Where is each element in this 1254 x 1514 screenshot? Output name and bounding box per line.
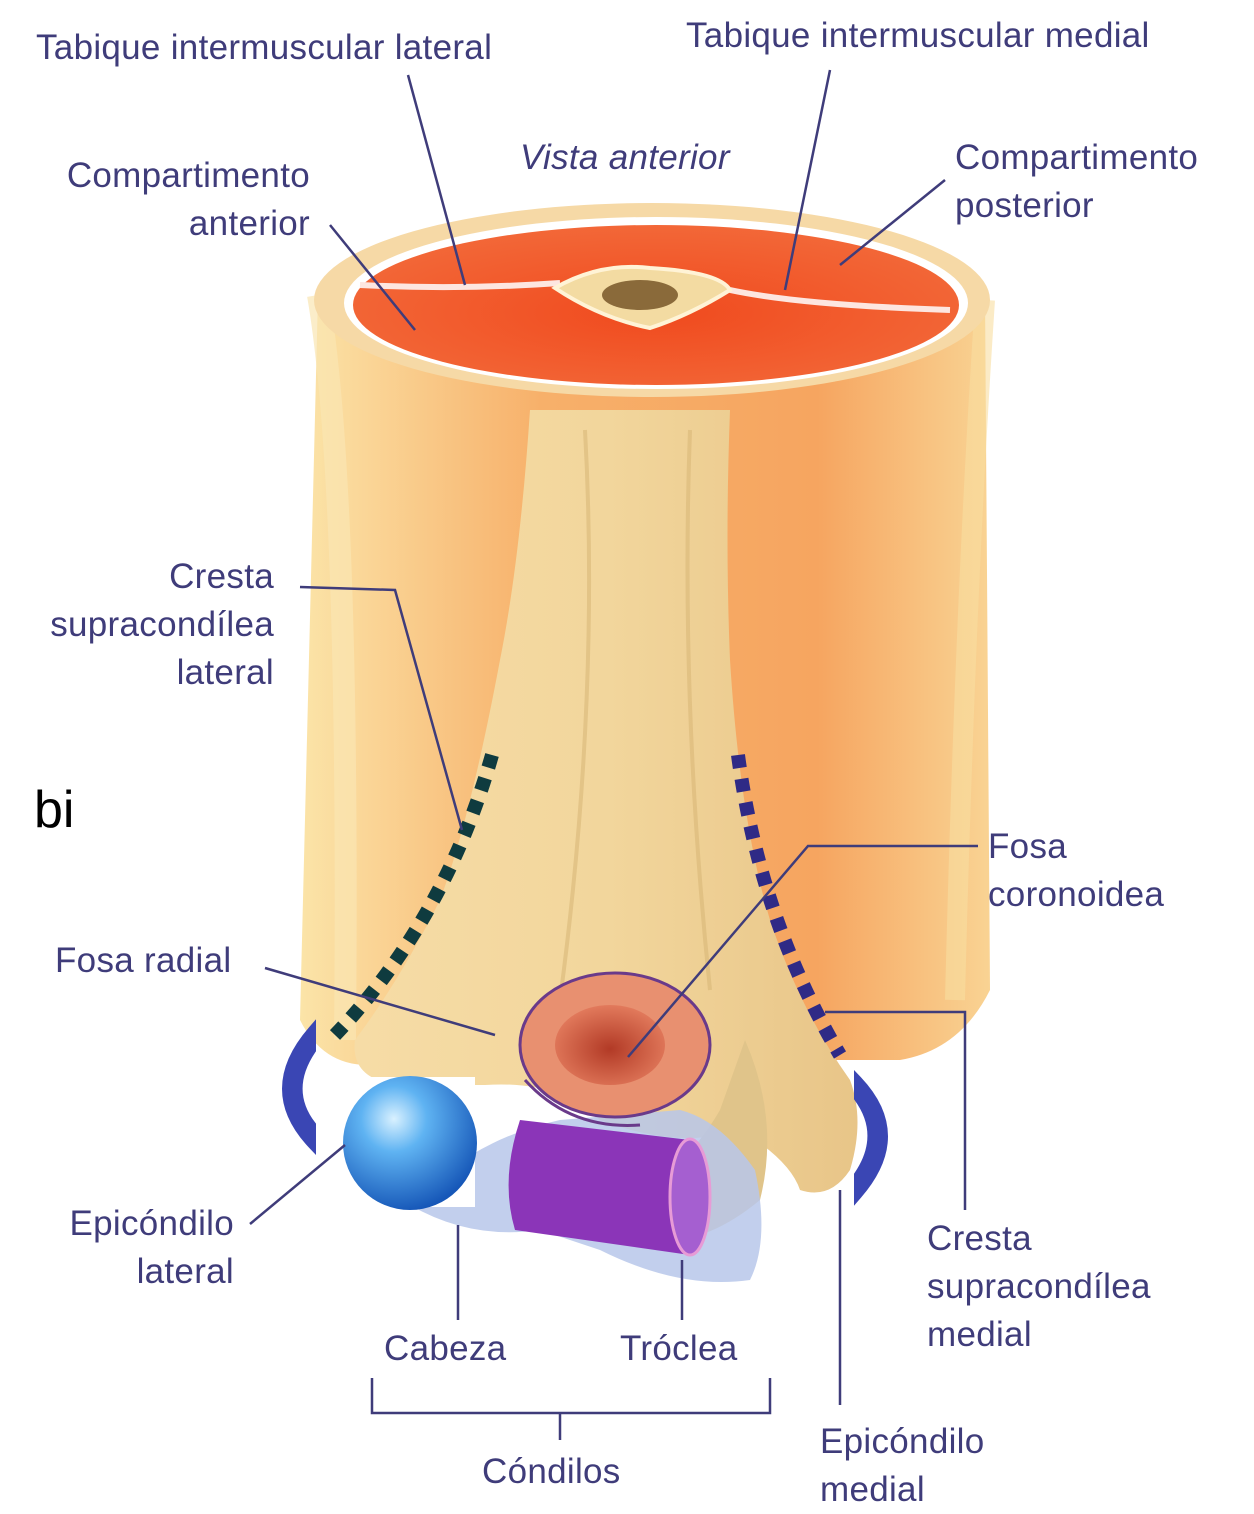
label-condilos: Cóndilos [482, 1452, 621, 1491]
label-bi: bi [34, 781, 75, 839]
label-compartimento-posterior: Compartimento posterior [955, 138, 1199, 225]
label-fosa-radial: Fosa radial [55, 941, 232, 980]
capitulum-sphere [343, 1076, 477, 1210]
label-epicondilo-lateral: Epicóndilo lateral [69, 1204, 234, 1291]
label-cabeza: Cabeza [384, 1329, 507, 1368]
condyles [343, 971, 762, 1282]
label-vista-anterior: Vista anterior [520, 138, 730, 177]
label-tabique-lateral: Tabique intermuscular lateral [36, 28, 493, 67]
lateral-septum [359, 280, 561, 291]
trochlea-cylinder [508, 1120, 690, 1255]
leader-lines [249, 69, 978, 1440]
medial-epicondyle-arc [854, 1069, 888, 1206]
lateral-epicondyle-arc [282, 1019, 316, 1156]
medial-septum [729, 287, 951, 313]
label-cresta-supracondilea-lateral: Cresta supracondílea lateral [50, 557, 274, 692]
label-troclea: Tróclea [620, 1329, 738, 1368]
label-cresta-supracondilea-medial: Cresta supracondílea medial [927, 1219, 1151, 1354]
label-tabique-medial: Tabique intermuscular medial [686, 16, 1150, 55]
cross-section [314, 203, 990, 397]
label-compartimento-anterior: Compartimento anterior [66, 156, 310, 243]
label-fosa-coronoidea: Fosa coronoidea [988, 827, 1165, 914]
